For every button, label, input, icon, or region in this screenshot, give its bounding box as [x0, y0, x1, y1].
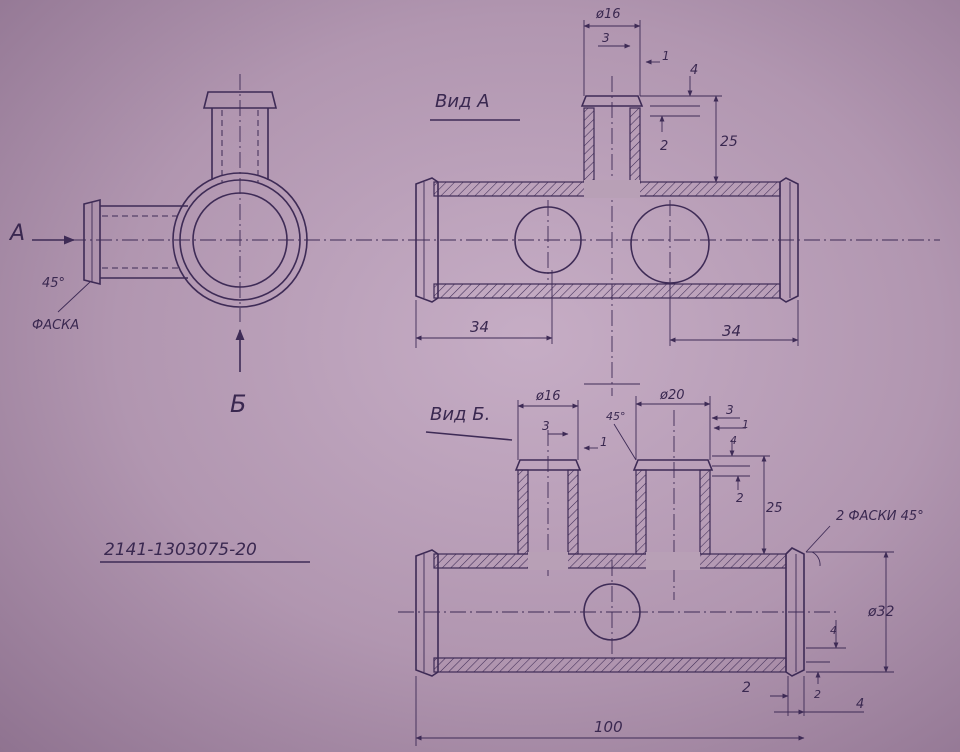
- dim-b-dia16-label: ø16: [535, 389, 561, 404]
- dim-b-angle45-label: 45°: [606, 410, 626, 423]
- arrow-a-label: А: [8, 221, 25, 246]
- view-a-branch-right-wall: [629, 107, 641, 183]
- view-b: Вид Б. ø16 3 1 45°: [398, 388, 924, 746]
- view-b-title: Вид Б.: [430, 404, 490, 425]
- dim-2r-label: 2: [814, 688, 821, 701]
- chamfers-angle-arc: [811, 551, 821, 567]
- chamfer-label: ФАСКА: [32, 318, 79, 333]
- view-b-top-wall: [433, 553, 787, 569]
- chamfer-angle-label: 45°: [42, 276, 65, 291]
- view-b-hole: [583, 583, 641, 641]
- arrow-b-label: Б: [230, 390, 246, 418]
- view-b-branch16-left-wall: [517, 469, 529, 555]
- side-view: А Б 45° ФАСКА 2141-1303075-20: [8, 74, 420, 563]
- top-pipe-walls: [211, 108, 269, 180]
- chamfers-note: 2 ФАСКИ 45°: [836, 509, 924, 524]
- dim-right34-label: 34: [722, 322, 741, 340]
- dim-4-label: 4: [690, 63, 698, 78]
- top-pipe-bore: [221, 110, 259, 182]
- view-a-branch-left-wall: [583, 107, 595, 183]
- view-b-branch20-left-wall: [635, 469, 647, 555]
- dim-b-4-label: 4: [730, 434, 737, 447]
- dim-4bottom-label: 4: [856, 697, 864, 712]
- view-a-hole-right: [630, 204, 710, 284]
- left-pipe-walls: [100, 205, 188, 279]
- view-b-branch16-opening: [528, 552, 568, 570]
- view-b-branch20-opening: [646, 552, 700, 570]
- dim-25-label: 25: [720, 134, 738, 150]
- view-a-branch-collar: [580, 95, 644, 107]
- left-pipe-bore: [102, 215, 182, 269]
- dim-b-3b-label: 3: [726, 403, 734, 417]
- dim-3-label: 3: [602, 31, 610, 45]
- dim-left34-label: 34: [470, 318, 489, 336]
- dim-b-1b-label: 1: [742, 418, 749, 431]
- dim-b-1a-label: 1: [600, 435, 608, 449]
- view-a-left-end: [415, 177, 439, 303]
- view-b-branch20-right-wall: [699, 469, 711, 555]
- dim-4r-label: 4: [830, 624, 837, 637]
- left-pipe-collar: [83, 198, 101, 286]
- view-b-right-end: [785, 547, 805, 677]
- part-number: 2141-1303075-20: [104, 540, 257, 560]
- dim-b-25-label: 25: [766, 501, 783, 516]
- body-bore-circle: [192, 192, 288, 288]
- view-b-branch16-collar: [514, 459, 582, 471]
- view-b-bottom-wall: [433, 657, 787, 673]
- body-chamfer-circle: [179, 179, 301, 301]
- chamfer-leader-line: [57, 281, 91, 313]
- dim-dia32-label: ø32: [867, 604, 894, 620]
- view-b-branch20-collar: [632, 459, 714, 471]
- dim-dia16-label: ø16: [595, 7, 621, 22]
- top-pipe-collar: [202, 91, 278, 109]
- dim-b-2-label: 2: [736, 491, 744, 505]
- dim-2bottom-label: 2: [742, 680, 751, 696]
- view-a-branch-opening: [584, 180, 640, 198]
- view-b-left-end: [415, 549, 439, 677]
- dim-2-label: 2: [660, 139, 668, 154]
- dim-b-3a-label: 3: [542, 419, 550, 433]
- dim-100-label: 100: [594, 718, 623, 736]
- body-outer-circle: [172, 172, 308, 308]
- chamfers-note-leader: [805, 525, 831, 553]
- view-a-title: Вид А: [435, 91, 490, 112]
- angle45-leader: [613, 423, 637, 461]
- dim-1-label: 1: [662, 49, 670, 63]
- view-a: Вид А ø16 3 1 4: [414, 7, 940, 396]
- view-b-branch16-right-wall: [567, 469, 579, 555]
- dim-b-dia20-label: ø20: [659, 388, 685, 403]
- view-a-bottom-wall: [433, 283, 781, 299]
- view-a-right-end: [779, 177, 799, 303]
- view-b-title-underline: [425, 431, 513, 441]
